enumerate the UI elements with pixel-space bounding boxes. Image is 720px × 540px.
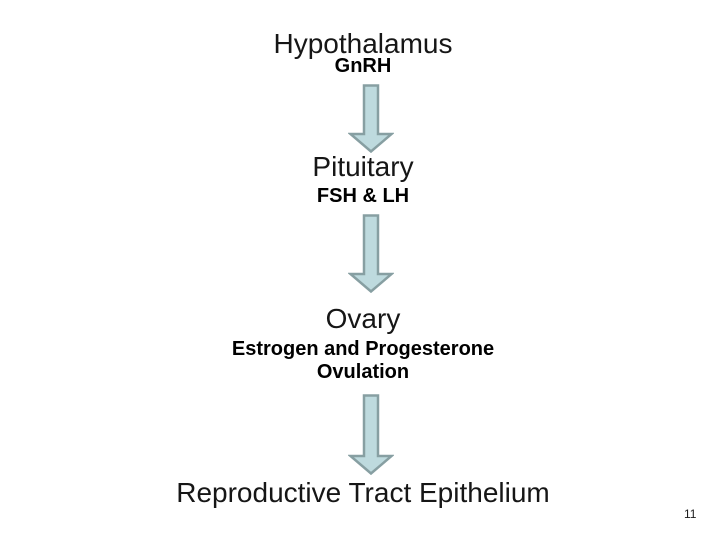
node-label-fsh-lh: FSH & LH: [316, 185, 410, 207]
down-arrow-icon: [348, 394, 394, 475]
page-number: 11: [684, 507, 697, 521]
node-title-pituitary: Pituitary: [312, 151, 414, 182]
down-arrow-icon: [348, 84, 394, 153]
flow-arrow-2: [3, 214, 720, 298]
node-label-estrogen-progesterone: Estrogen and Progesterone: [231, 338, 495, 360]
node-label-ovulation: Ovulation: [316, 361, 410, 383]
down-arrow-icon: [348, 214, 394, 293]
node-label-gnrh: GnRH: [334, 55, 392, 77]
node-title-hypothalamus: Hypothalamus: [273, 28, 453, 59]
flow-arrow-1: [3, 84, 720, 158]
node-title-reproductive-tract-epithelium: Reproductive Tract Epithelium: [176, 477, 550, 508]
flow-arrow-3: [3, 394, 720, 480]
node-title-ovary: Ovary: [325, 303, 401, 334]
